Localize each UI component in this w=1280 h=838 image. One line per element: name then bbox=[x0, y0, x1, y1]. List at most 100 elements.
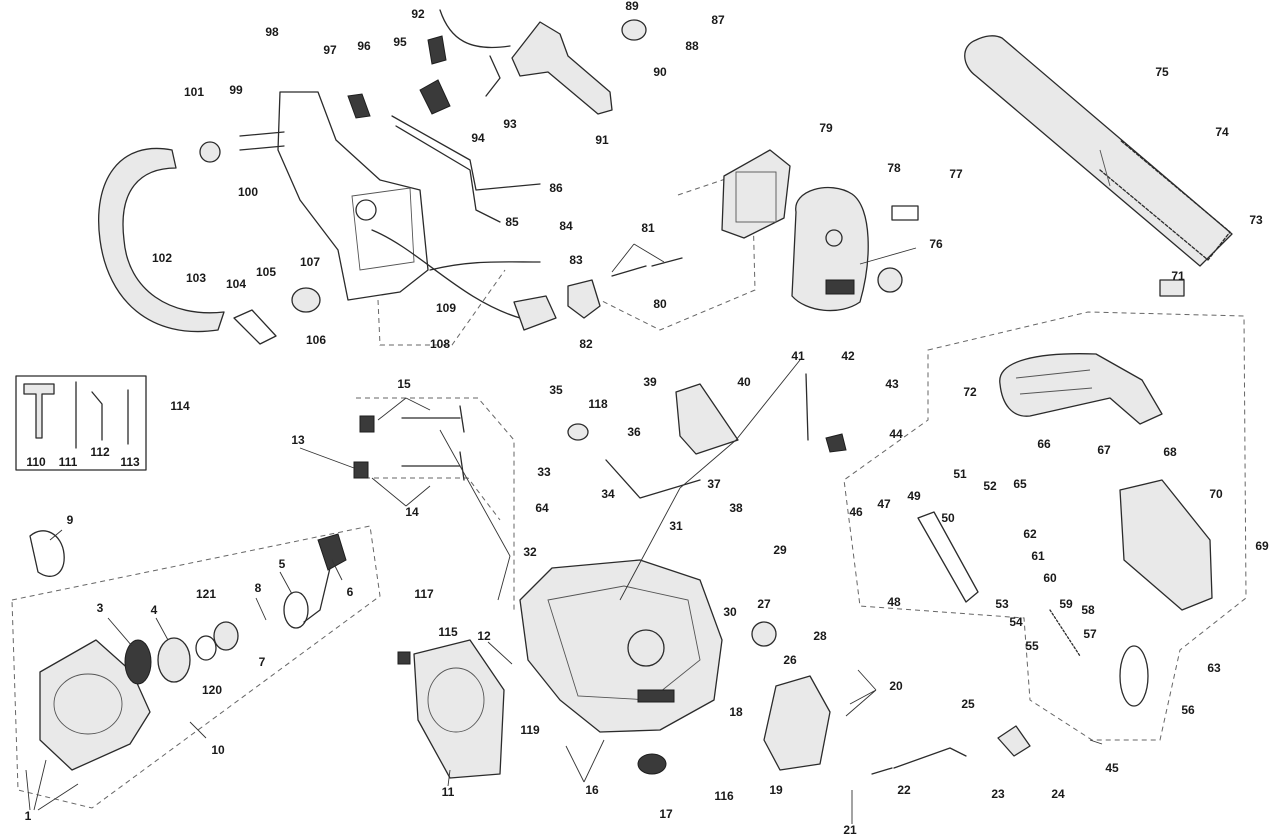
part-label-90: 90 bbox=[653, 65, 667, 79]
part-label-99: 99 bbox=[229, 83, 243, 97]
part-label-98: 98 bbox=[265, 25, 279, 39]
part-label-61: 61 bbox=[1031, 549, 1045, 563]
part-label-121: 121 bbox=[195, 587, 217, 601]
front-handle-bar bbox=[98, 147, 225, 333]
part-label-50: 50 bbox=[941, 511, 955, 525]
part-label-36: 36 bbox=[627, 425, 641, 439]
part-label-60: 60 bbox=[1043, 571, 1057, 585]
part-label-96: 96 bbox=[357, 39, 371, 53]
oil-hose bbox=[371, 229, 521, 319]
part-label-91: 91 bbox=[595, 133, 609, 147]
part-label-79: 79 bbox=[819, 121, 833, 135]
cylinder-port bbox=[627, 629, 665, 667]
part-label-72: 72 bbox=[963, 385, 977, 399]
part-label-106: 106 bbox=[305, 333, 327, 347]
part-label-34: 34 bbox=[601, 487, 615, 501]
part-label-52: 52 bbox=[983, 479, 997, 493]
part-label-7: 7 bbox=[258, 655, 266, 669]
part-label-21: 21 bbox=[843, 823, 857, 837]
throttle-arm-97 bbox=[347, 93, 371, 119]
part-label-107: 107 bbox=[299, 255, 321, 269]
starter-spring bbox=[124, 639, 152, 685]
part-label-81: 81 bbox=[641, 221, 655, 235]
part-label-5: 5 bbox=[278, 557, 286, 571]
bracket-24 bbox=[997, 725, 1031, 757]
part-label-1: 1 bbox=[24, 809, 32, 823]
grommet-89 bbox=[621, 19, 647, 41]
part-label-117: 117 bbox=[414, 587, 434, 601]
part-label-64: 64 bbox=[535, 501, 549, 515]
part-label-78: 78 bbox=[887, 161, 901, 175]
throttle-rod bbox=[391, 115, 541, 191]
part-label-101: 101 bbox=[183, 85, 205, 99]
part-label-47: 47 bbox=[877, 497, 891, 511]
housing-bore bbox=[355, 199, 377, 221]
part-label-27: 27 bbox=[757, 597, 771, 611]
starter-pulley bbox=[157, 637, 191, 683]
sprocket-cover-window bbox=[427, 667, 485, 733]
part-label-69: 69 bbox=[1255, 539, 1269, 553]
top-cover-vent bbox=[825, 279, 855, 295]
part-label-89: 89 bbox=[625, 0, 639, 13]
part-label-95: 95 bbox=[393, 35, 407, 49]
part-label-16: 16 bbox=[585, 783, 599, 797]
part-label-68: 68 bbox=[1163, 445, 1177, 459]
starter-window bbox=[29, 530, 65, 577]
decal-71 bbox=[1159, 279, 1185, 297]
part-label-51: 51 bbox=[953, 467, 967, 481]
spring-22 bbox=[871, 767, 893, 775]
part-label-13: 13 bbox=[291, 433, 305, 447]
part-label-8: 8 bbox=[254, 581, 262, 595]
part-label-46: 46 bbox=[849, 505, 863, 519]
hub-121 bbox=[213, 621, 239, 651]
part-label-63: 63 bbox=[1207, 661, 1221, 675]
sprocket-cover bbox=[413, 639, 505, 779]
part-label-58: 58 bbox=[1081, 603, 1095, 617]
clip-99 bbox=[239, 131, 285, 151]
part-label-105: 105 bbox=[255, 265, 277, 279]
choke-rod bbox=[395, 125, 501, 223]
part-label-48: 48 bbox=[887, 595, 901, 609]
carb-hose bbox=[439, 9, 511, 49]
part-label-49: 49 bbox=[907, 489, 921, 503]
part-label-45: 45 bbox=[1105, 761, 1119, 775]
part-label-4: 4 bbox=[150, 603, 158, 617]
cover-cap bbox=[877, 267, 903, 293]
part-label-113: 113 bbox=[120, 455, 140, 469]
rear-housing bbox=[1119, 479, 1213, 611]
rear-handle-assembly-boundary bbox=[843, 311, 1247, 741]
part-label-83: 83 bbox=[569, 253, 583, 267]
bracket-41 bbox=[805, 373, 809, 441]
part-label-30: 30 bbox=[723, 605, 737, 619]
part-label-111: 111 bbox=[58, 455, 78, 469]
band-56 bbox=[1119, 645, 1149, 707]
part-label-59: 59 bbox=[1059, 597, 1073, 611]
part-label-15: 15 bbox=[397, 377, 411, 391]
part-label-110: 110 bbox=[26, 455, 46, 469]
part-label-53: 53 bbox=[995, 597, 1009, 611]
part-label-92: 92 bbox=[411, 7, 425, 21]
part-label-9: 9 bbox=[66, 513, 74, 527]
part-label-19: 19 bbox=[769, 783, 783, 797]
part-label-82: 82 bbox=[579, 337, 593, 351]
sprocket-cover-boundary-2 bbox=[356, 477, 501, 521]
part-label-93: 93 bbox=[503, 117, 517, 131]
part-label-71: 71 bbox=[1171, 269, 1185, 283]
part-label-114: 114 bbox=[170, 399, 190, 413]
rear-handle-grip-lines bbox=[1015, 369, 1093, 395]
handle-bracket bbox=[277, 91, 429, 301]
drum-17 bbox=[637, 753, 667, 775]
sprocket-26 bbox=[751, 621, 777, 647]
part-label-65: 65 bbox=[1013, 477, 1027, 491]
part-label-66: 66 bbox=[1037, 437, 1051, 451]
part-label-41: 41 bbox=[791, 349, 805, 363]
housing-inner bbox=[351, 187, 415, 271]
part-label-54: 54 bbox=[1009, 615, 1023, 629]
starter-cover bbox=[39, 639, 151, 771]
part-label-3: 3 bbox=[96, 601, 104, 615]
part-label-18: 18 bbox=[729, 705, 743, 719]
part-label-6: 6 bbox=[346, 585, 354, 599]
part-label-119: 119 bbox=[520, 723, 540, 737]
